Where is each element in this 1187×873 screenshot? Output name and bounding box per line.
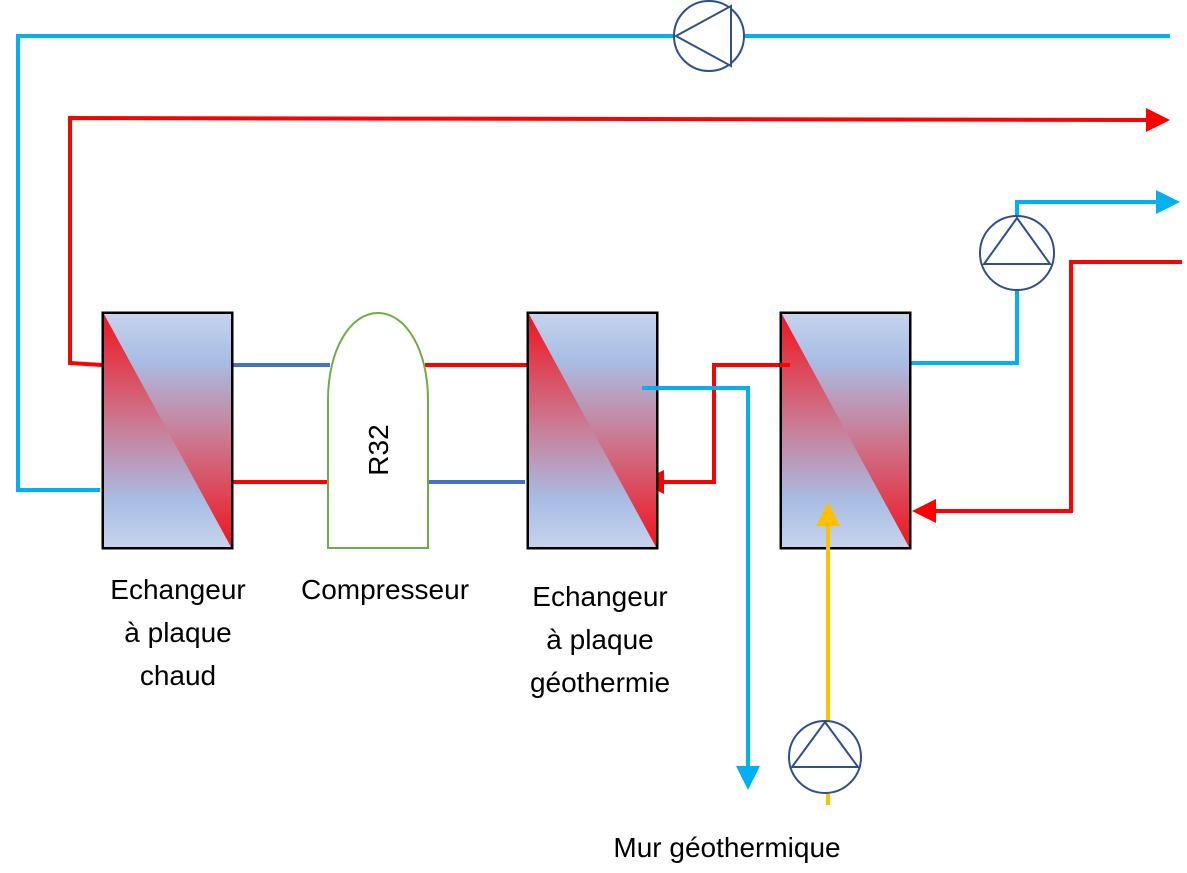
geo-exchanger-label-3: géothermie (530, 667, 670, 698)
third-plate-exchanger (779, 311, 912, 550)
geothermal-plate-exchanger (526, 311, 659, 550)
hot-exchanger-label-2: à plaque (124, 617, 231, 648)
secondary-hot-pipe (912, 260, 1182, 523)
pump-secondary-icon (979, 215, 1055, 291)
geo-loop-hot-pipe (640, 363, 790, 494)
pump-top-icon (673, 0, 745, 72)
hot-plate-exchanger (101, 311, 234, 550)
hot-exchanger-label-3: chaud (140, 660, 216, 691)
refrigerant-label: R32 (363, 424, 394, 475)
cold-return-pipe (16, 34, 1170, 492)
geo-wall-label: Mur géothermique (613, 832, 840, 863)
secondary-cold-pipe (910, 202, 1172, 365)
pump-geothermal-icon (788, 720, 862, 794)
geo-outlet-pipe (642, 386, 760, 790)
geo-exchanger-label-2: à plaque (546, 624, 653, 655)
compressor (327, 311, 429, 549)
compressor-label: Compresseur (301, 574, 469, 605)
geo-exchanger-label-1: Echangeur (532, 581, 667, 612)
hot-supply-pipe (68, 107, 1170, 367)
hot-exchanger-label-1: Echangeur (110, 574, 245, 605)
